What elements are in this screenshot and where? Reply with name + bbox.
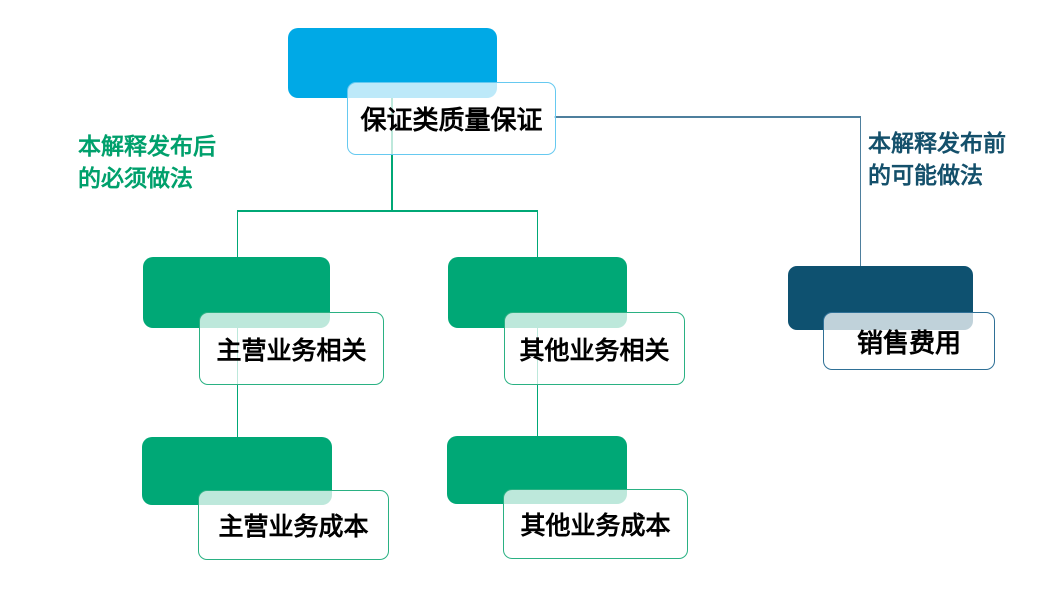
annotation-before-release: 本解释发布前 的可能做法 bbox=[868, 130, 1006, 188]
annotation-after-release: 本解释发布后 的必须做法 bbox=[78, 133, 216, 191]
node-other-cost-label: 其他业务成本 bbox=[520, 512, 671, 540]
node-other-cost: 其他业务成本 bbox=[503, 489, 688, 559]
node-main-related: 主营业务相关 bbox=[199, 312, 384, 385]
node-main-cost-label: 主营业务成本 bbox=[218, 513, 369, 541]
connector-legacy-vertical bbox=[859, 116, 862, 266]
connector-drop-other-related bbox=[536, 210, 539, 258]
node-other-related-label: 其他业务相关 bbox=[519, 336, 670, 365]
node-main-cost: 主营业务成本 bbox=[198, 490, 389, 560]
connector-drop-main-related bbox=[236, 210, 239, 258]
node-selling-expense: 销售费用 bbox=[823, 312, 995, 370]
node-root-label: 保证类质量保证 bbox=[360, 105, 543, 135]
connector-level2-horizontal bbox=[236, 210, 538, 212]
connector-legacy-horizontal bbox=[554, 116, 861, 118]
node-root: 保证类质量保证 bbox=[347, 82, 556, 155]
node-other-related: 其他业务相关 bbox=[504, 312, 685, 385]
node-main-related-label: 主营业务相关 bbox=[216, 336, 367, 365]
node-selling-expense-label: 销售费用 bbox=[856, 327, 961, 358]
